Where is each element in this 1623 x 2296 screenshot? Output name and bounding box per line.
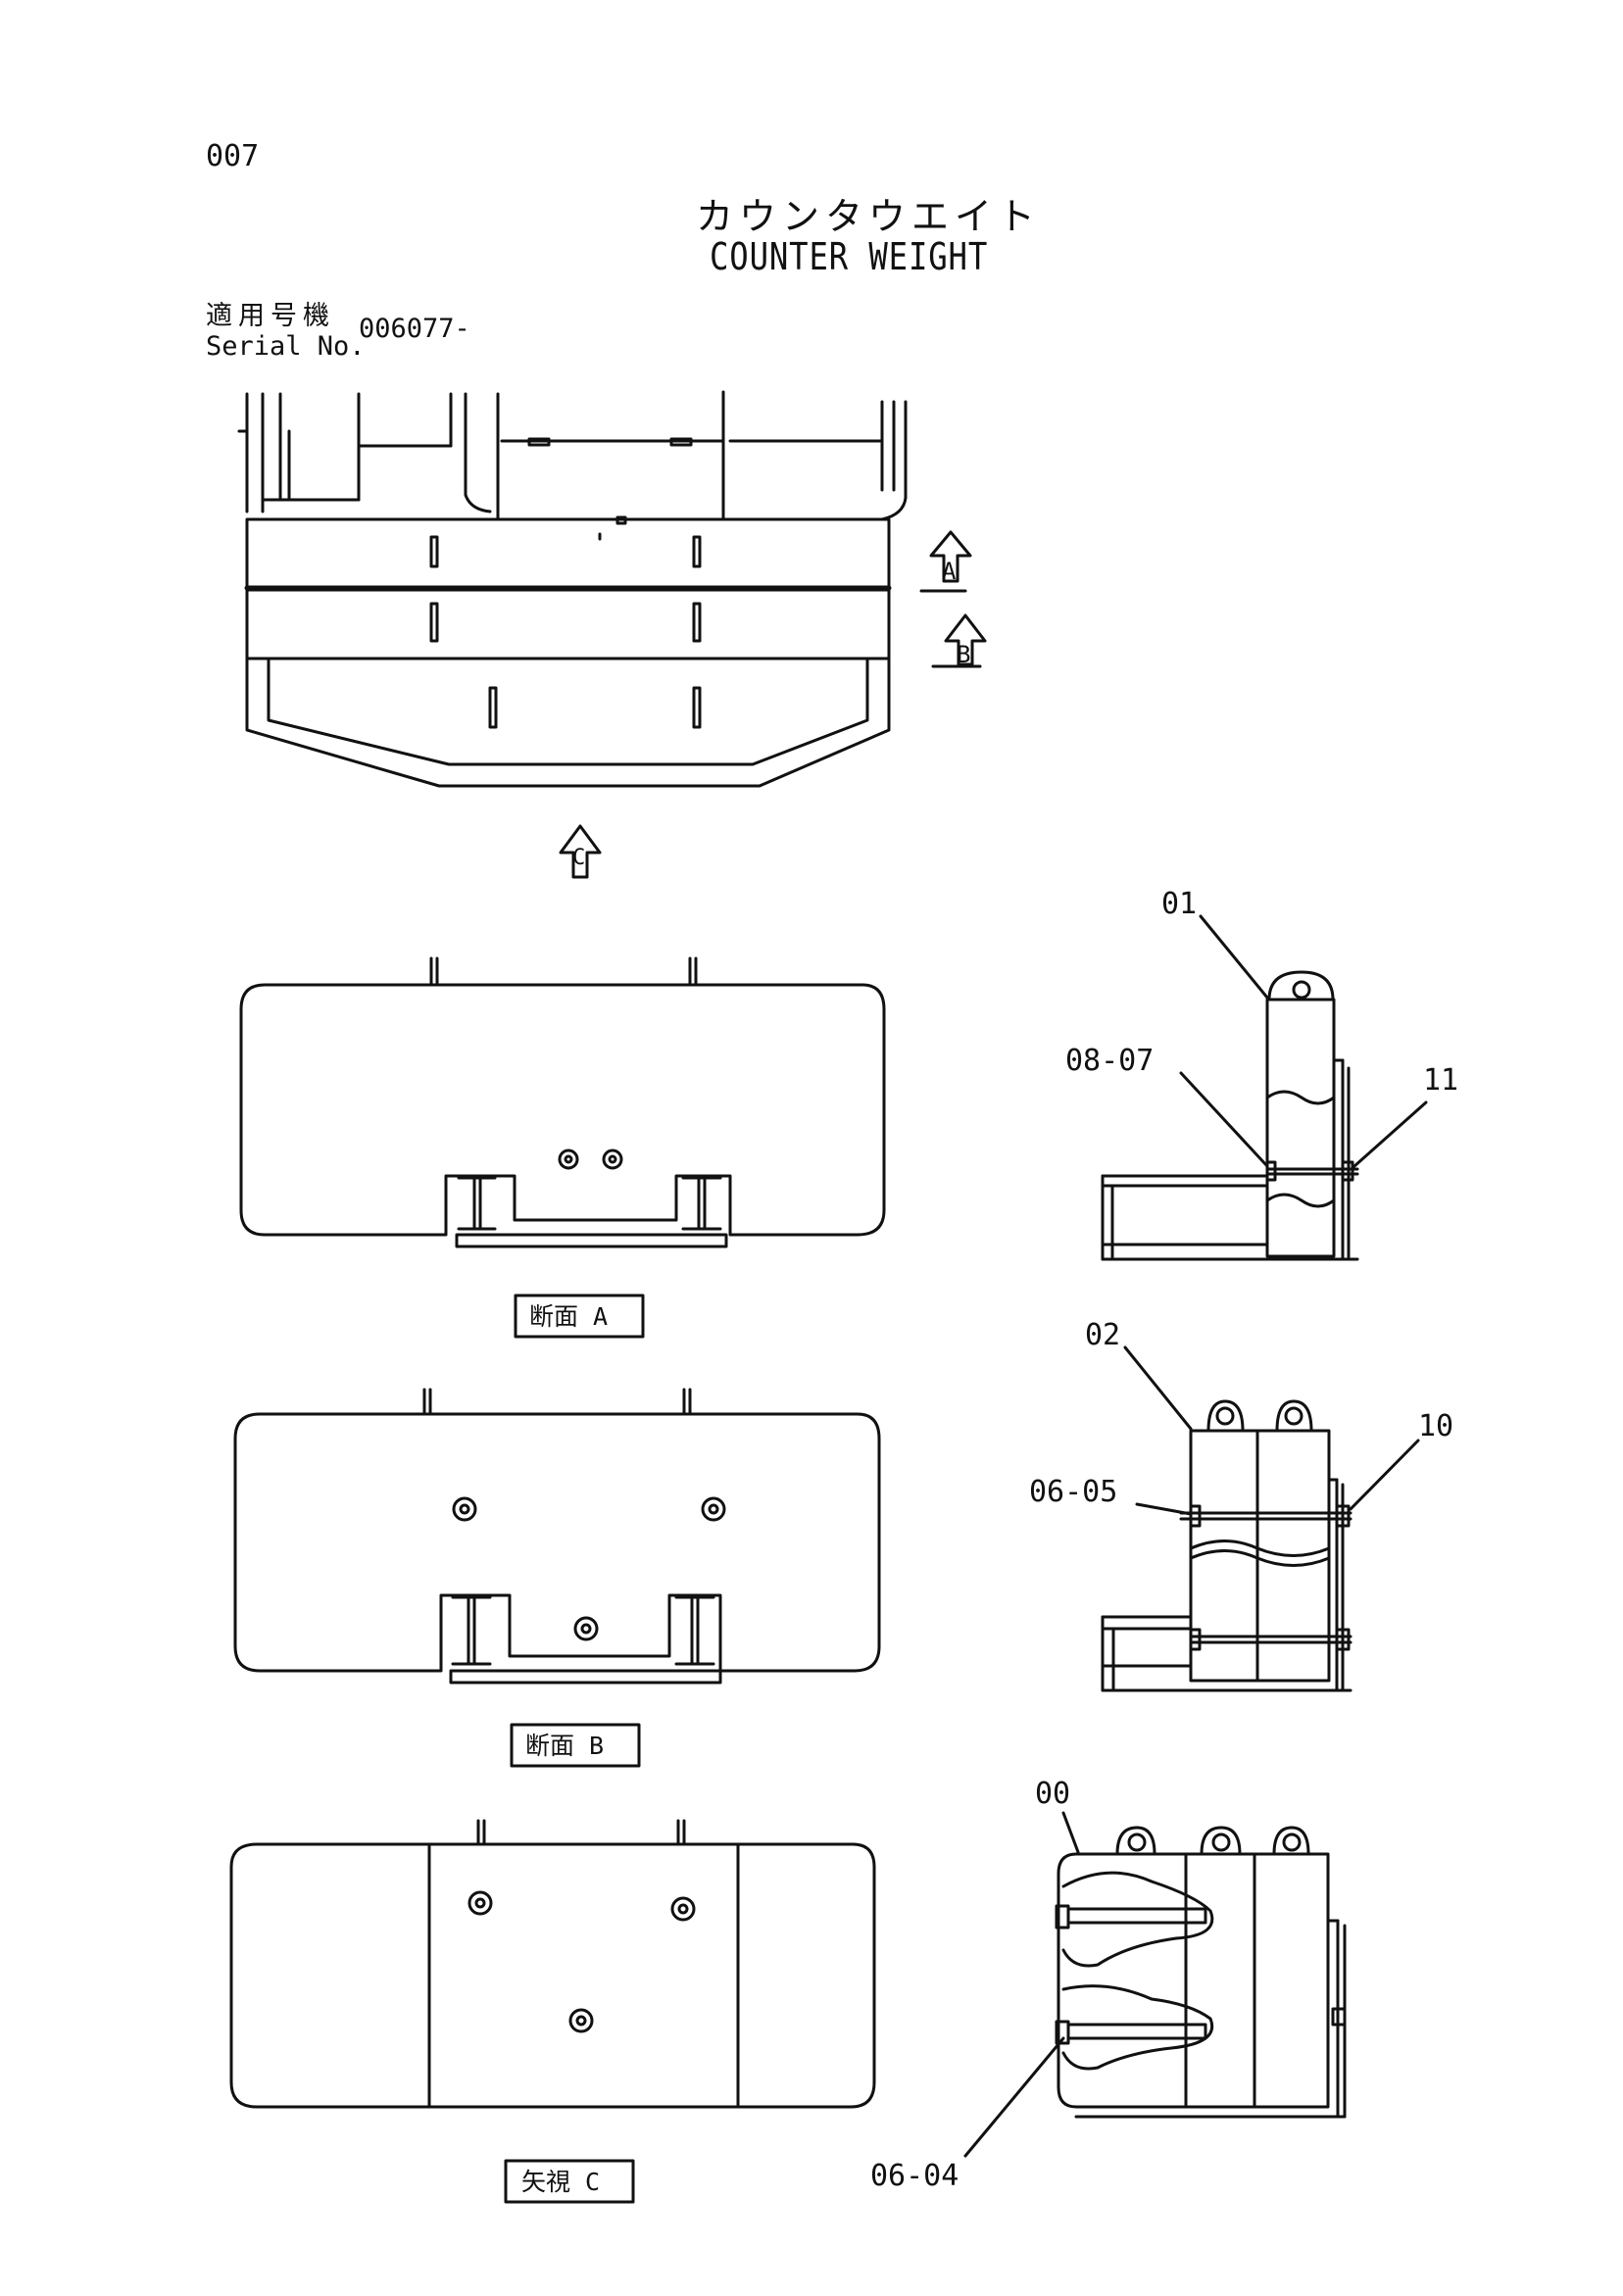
callout-06-04: 06-04	[870, 2159, 959, 2193]
callout-06-05: 06-05	[1029, 1475, 1117, 1509]
serial-label-english: Serial No.	[206, 331, 366, 362]
view-marker-a: A	[942, 558, 957, 585]
serial-number-value: 006077-	[359, 314, 470, 344]
callout-08-07: 08-07	[1065, 1044, 1154, 1078]
view-marker-b: B	[957, 641, 970, 668]
side-detail-02	[1101, 1345, 1420, 1692]
section-b-label: 断面 B	[525, 1732, 604, 1760]
page-number: 007	[206, 139, 260, 173]
callout-01: 01	[1161, 887, 1197, 921]
side-detail-01	[1101, 914, 1428, 1261]
view-c	[229, 1819, 876, 2204]
side-detail-00	[963, 1811, 1347, 2158]
view-marker-c: C	[572, 846, 585, 870]
section-a-view	[239, 956, 886, 1339]
section-b-view	[233, 1388, 881, 1768]
callout-11: 11	[1423, 1063, 1458, 1098]
plan-view	[237, 390, 987, 879]
section-a-label: 断面 A	[529, 1302, 608, 1331]
title-japanese: カウンタウエイト	[696, 195, 1042, 238]
callout-00: 00	[1035, 1777, 1070, 1811]
title-english: COUNTER WEIGHT	[710, 235, 989, 278]
serial-label-japanese: 適用号機	[206, 301, 335, 331]
callout-10: 10	[1418, 1409, 1453, 1443]
view-c-label: 矢視 C	[521, 2168, 600, 2196]
callout-02: 02	[1085, 1318, 1120, 1352]
